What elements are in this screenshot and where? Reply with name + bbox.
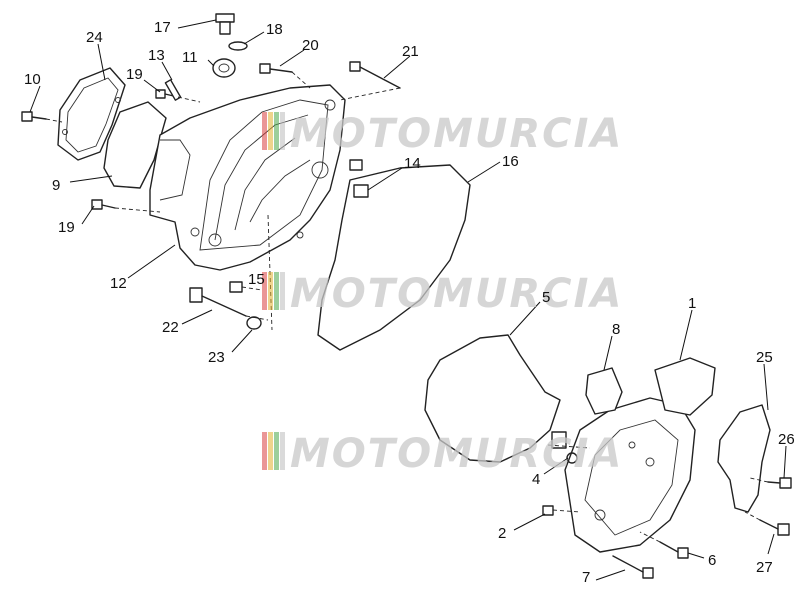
hardware (21, 13, 792, 579)
callout-24: 24 (86, 29, 103, 46)
watermark-3: MOTOMURCIA (262, 431, 623, 477)
callout-14: 14 (404, 155, 421, 172)
callout-22: 22 (162, 319, 179, 336)
callout-2: 2 (498, 525, 506, 542)
watermark-text: MOTOMURCIA (290, 431, 623, 477)
part-16-gasket (317, 164, 471, 351)
callout-20: 20 (302, 37, 319, 54)
part-1-ignition-cover (564, 357, 716, 553)
callout-6: 6 (708, 552, 716, 569)
callout-15: 15 (248, 271, 265, 288)
callout-17: 17 (154, 19, 171, 36)
part-25-chain-guard (717, 404, 771, 513)
callout-5: 5 (542, 289, 550, 306)
callout-7: 7 (582, 569, 590, 586)
callout-4: 4 (532, 471, 540, 488)
part-24-cover-plate (57, 67, 126, 161)
callout-19-lower: 19 (58, 219, 75, 236)
callout-12: 12 (110, 275, 127, 292)
callout-labels: 10 24 13 19 17 18 11 20 21 9 19 12 14 16… (24, 19, 795, 586)
callout-16: 16 (502, 153, 519, 170)
watermark-2: MOTOMURCIA (262, 271, 623, 317)
watermark-text: MOTOMURCIA (290, 111, 623, 157)
part-9-gasket (103, 101, 167, 189)
callout-25: 25 (756, 349, 773, 366)
callout-21: 21 (402, 43, 419, 60)
leader-lines (29, 19, 787, 581)
callout-13: 13 (148, 47, 165, 64)
callout-1: 1 (688, 295, 696, 312)
callout-10: 10 (24, 71, 41, 88)
callout-19: 19 (126, 66, 143, 83)
watermark-1: MOTOMURCIA (262, 111, 623, 157)
callout-9: 9 (52, 177, 60, 194)
part-8-grommet (585, 367, 623, 415)
callout-8: 8 (612, 321, 620, 338)
callout-11: 11 (182, 49, 198, 66)
watermark-text: MOTOMURCIA (290, 271, 623, 317)
callout-26: 26 (778, 431, 795, 448)
callout-27: 27 (756, 559, 773, 576)
part-5-gasket (424, 334, 561, 463)
callout-18: 18 (266, 21, 283, 38)
part-12-clutch-cover (149, 84, 346, 271)
callout-23: 23 (208, 349, 225, 366)
